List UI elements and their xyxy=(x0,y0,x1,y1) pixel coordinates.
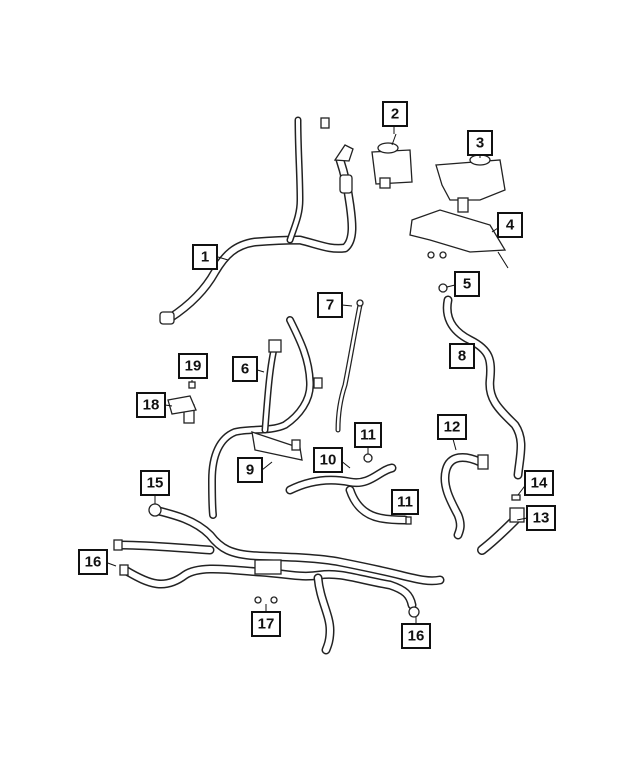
callout-label: 10 xyxy=(320,452,337,469)
callout-7: 7 xyxy=(317,292,343,318)
part-2-reservoir xyxy=(371,133,413,189)
callout-11-upper: 11 xyxy=(354,422,382,448)
callout-12: 12 xyxy=(437,414,467,440)
callout-label: 8 xyxy=(458,348,466,365)
callout-13: 13 xyxy=(526,505,556,531)
callout-10: 10 xyxy=(313,447,343,473)
callout-label: 18 xyxy=(143,397,160,414)
callout-15: 15 xyxy=(140,470,170,496)
callout-label: 11 xyxy=(360,427,376,444)
callout-label: 14 xyxy=(531,475,548,492)
callout-16-left: 16 xyxy=(78,549,108,575)
callout-label: 6 xyxy=(241,361,249,378)
part-9-bracket xyxy=(251,431,303,461)
callout-6: 6 xyxy=(232,356,258,382)
callout-2: 2 xyxy=(382,101,408,127)
callout-18: 18 xyxy=(136,392,166,418)
callout-label: 16 xyxy=(408,628,425,645)
part-12-hose xyxy=(440,453,489,540)
part-1-hose xyxy=(159,116,357,325)
part-6-hose-assembly xyxy=(208,316,323,519)
callout-label: 17 xyxy=(258,616,275,633)
part-4-bracket xyxy=(409,209,509,269)
callout-label: 4 xyxy=(506,217,515,234)
callout-5: 5 xyxy=(454,271,480,297)
callout-label: 15 xyxy=(147,475,164,492)
callout-label: 5 xyxy=(463,276,471,293)
callout-16-right: 16 xyxy=(401,623,431,649)
callout-4: 4 xyxy=(497,212,523,238)
callout-11-lower: 11 xyxy=(391,489,419,515)
callout-8: 8 xyxy=(449,343,475,369)
callout-label: 19 xyxy=(185,358,202,375)
callout-label: 11 xyxy=(397,494,413,511)
callout-label: 1 xyxy=(201,249,209,266)
callout-17: 17 xyxy=(251,611,281,637)
part-5-clamp xyxy=(438,283,448,293)
part-10-hose xyxy=(285,453,412,525)
part-13-hose xyxy=(477,494,525,555)
callout-label: 3 xyxy=(476,135,484,152)
callout-19: 19 xyxy=(178,353,208,379)
callout-label: 2 xyxy=(391,106,399,123)
lower-hose-assembly xyxy=(113,381,445,655)
callout-3: 3 xyxy=(467,130,493,156)
callout-label: 16 xyxy=(85,554,102,571)
part-8-hose xyxy=(442,295,526,480)
callout-14: 14 xyxy=(524,470,554,496)
part-3-expansion-tank xyxy=(435,145,506,213)
callout-1: 1 xyxy=(192,244,218,270)
callout-label: 13 xyxy=(533,510,550,527)
callout-label: 9 xyxy=(246,462,254,479)
callout-9: 9 xyxy=(237,457,263,483)
callout-label: 7 xyxy=(326,297,334,314)
part-14-clip xyxy=(511,494,521,501)
callout-label: 12 xyxy=(444,419,461,436)
part-7-tube xyxy=(335,299,364,433)
